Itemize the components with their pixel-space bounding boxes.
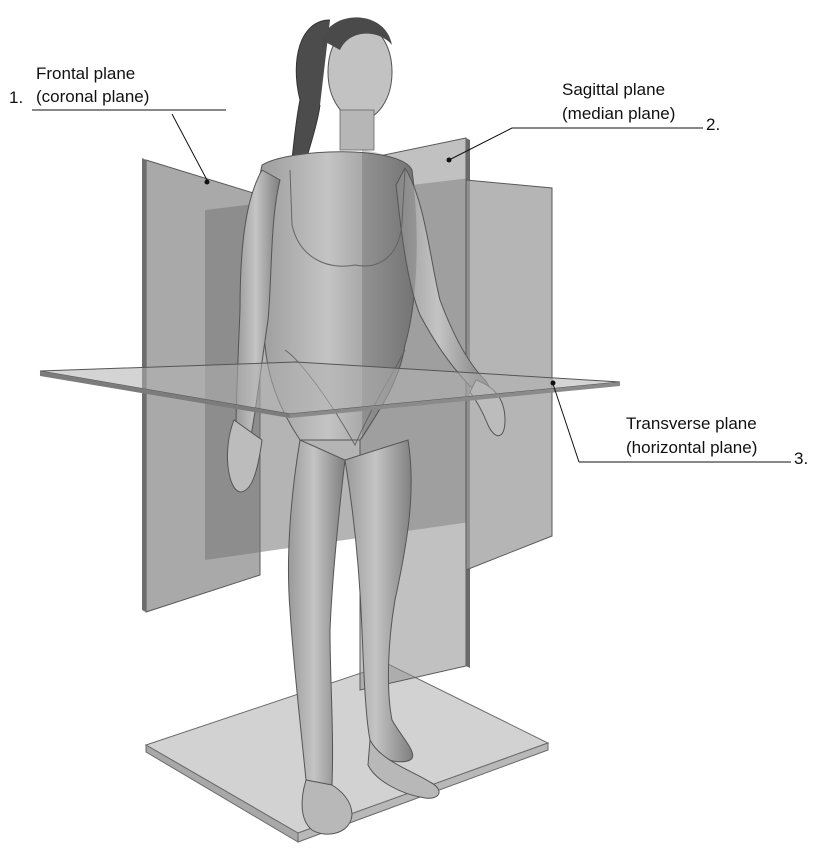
frontal-label-line2: (coronal plane) [36, 87, 149, 107]
sagittal-label-line2: (median plane) [562, 104, 675, 124]
frontal-label-line1: Frontal plane [36, 64, 135, 84]
transverse-label-number: 3. [794, 449, 808, 469]
transverse-label-line2: (horizontal plane) [626, 438, 757, 458]
transverse-leader [553, 384, 579, 462]
transverse-label-line1: Transverse plane [626, 414, 757, 434]
sagittal-label-number: 2. [706, 115, 720, 135]
frontal-pointer-dot [205, 180, 210, 185]
transverse-pointer-dot [551, 381, 556, 386]
sagittal-pointer-dot [447, 158, 452, 163]
sagittal-label-line1: Sagittal plane [562, 80, 665, 100]
frontal-label-number: 1. [9, 88, 23, 108]
